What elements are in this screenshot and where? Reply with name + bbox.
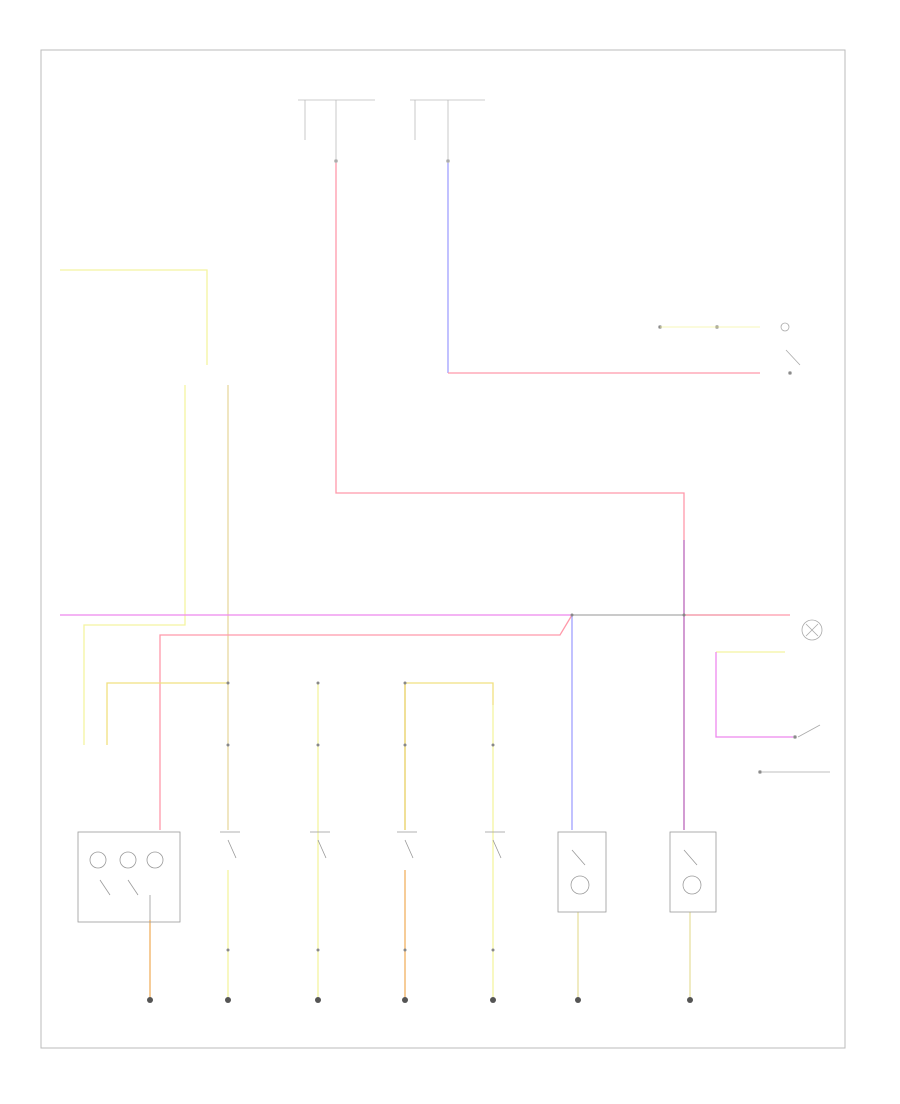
ground-6 [575,997,581,1003]
component-switch-5 [485,831,505,859]
connector-dots [226,613,686,952]
component-lamp-6 [557,831,607,913]
ground-7 [687,997,693,1003]
ground-2 [225,997,231,1003]
wire-yellow-left-down [83,385,186,745]
door-switch-right [758,724,830,774]
component-lamp-7 [669,831,717,913]
wires [60,160,795,1000]
right-top-switch [658,322,801,375]
component-lamp-switch-1 [77,831,181,923]
wire-yellow-feed [106,682,228,745]
wire-pink-bus-right [159,614,573,830]
ground-3 [315,997,321,1003]
fuse-block-left [298,99,375,163]
wire-yellow-top [60,269,208,365]
wire-pink-main [335,160,685,540]
component-switch-2 [220,831,240,859]
courtesy-lamp-right [801,619,823,641]
wire-yellow-feed-2 [405,682,494,705]
ground-4 [402,997,408,1003]
wire-magenta-lamp [715,652,795,738]
ground-symbols [147,997,693,1003]
diagram-border [40,49,846,1049]
component-switch-4 [397,831,417,859]
ground-1 [147,997,153,1003]
ground-5 [490,997,496,1003]
fuse-block-right [410,99,485,163]
component-switch-3 [310,831,330,859]
